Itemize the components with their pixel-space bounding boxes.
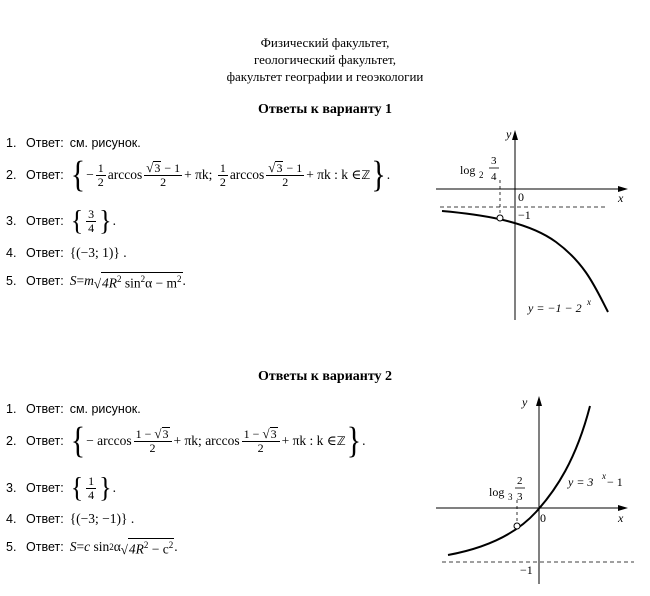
answer-number: 1. xyxy=(6,402,17,416)
v2-answer-4: 4. Ответ: {(−3; −1)} . xyxy=(6,502,134,536)
log-numerator: 2 xyxy=(517,475,523,487)
y-label: y xyxy=(521,395,528,409)
log-base: 2 xyxy=(479,170,484,180)
answer-number: 1. xyxy=(6,136,17,150)
variant1-title: Ответы к варианту 1 xyxy=(257,102,393,117)
minus-one-label: −1 xyxy=(520,563,533,577)
answer-label: Ответ: xyxy=(26,136,64,150)
y-axis-arrow xyxy=(536,396,542,406)
header-line-1: Физический факультет, xyxy=(260,35,390,50)
log-numerator: 3 xyxy=(491,155,497,167)
answer-label: Ответ: xyxy=(26,540,64,554)
v2-answer-2: 2. Ответ: { − arccos 1 − √3 2 + πk; arcc… xyxy=(6,419,366,461)
integers-symbol: ℤ xyxy=(336,434,346,448)
x-axis-arrow xyxy=(618,505,628,511)
arccos-text: arccos xyxy=(205,433,240,448)
answer-number: 4. xyxy=(6,512,17,526)
function-label: y = −1 − 2 xyxy=(527,301,582,315)
function-curve xyxy=(441,210,609,313)
header-line-2: геологический факультет, xyxy=(254,52,396,67)
function-tail: − 1 xyxy=(607,475,623,489)
log-denominator: 4 xyxy=(491,171,497,183)
y-axis-arrow xyxy=(512,130,518,140)
minus-sign: − xyxy=(86,167,94,182)
log-base: 3 xyxy=(508,492,513,502)
arccos-text: arccos xyxy=(97,433,132,448)
x-axis-arrow xyxy=(618,186,628,192)
faculty-header: Физический факультет, геологический факу… xyxy=(0,34,650,85)
brace-open: { xyxy=(70,153,86,195)
x-label: x xyxy=(617,191,624,205)
integers-symbol: ℤ xyxy=(361,168,371,182)
fraction: √3 − 1 2 xyxy=(266,160,305,189)
answer-formula: { − arccos 1 − √3 2 + πk; arccos 1 − √3 … xyxy=(70,419,366,461)
answer-label: Ответ: xyxy=(26,168,64,182)
log-label: log xyxy=(489,485,504,499)
arccos-text: arccos xyxy=(229,167,265,182)
answer-label: Ответ: xyxy=(26,434,64,448)
function-curve xyxy=(447,405,591,556)
v1-answer-4: 4. Ответ: {(−3; 1)} . xyxy=(6,236,127,270)
answer-label: Ответ: xyxy=(26,512,64,526)
x-label: x xyxy=(617,511,624,525)
graph-variant-1: y x 0 −1 log 2 3 4 y = −1 − 2 x xyxy=(436,127,628,320)
brace-close: } xyxy=(371,153,386,195)
answer-number: 3. xyxy=(6,214,17,228)
answer-number: 2. xyxy=(6,168,17,182)
answer-formula: S = m √4R2 sin2α − m2 . xyxy=(69,272,186,291)
answer-number: 3. xyxy=(6,481,17,495)
arccos-text: arccos xyxy=(107,167,143,182)
answer-text: см. рисунок. xyxy=(69,136,141,150)
origin-label: 0 xyxy=(518,190,524,204)
variant2-title: Ответы к варианту 2 xyxy=(257,369,393,384)
graph-variant-2: y x 0 −1 log 3 2 3 y = 3 x − 1 xyxy=(436,395,634,584)
answer-number: 4. xyxy=(6,246,17,260)
function-exponent: x xyxy=(586,297,591,307)
hollow-point xyxy=(496,214,504,222)
minus-one-label: −1 xyxy=(518,208,531,222)
hollow-point xyxy=(513,522,521,530)
origin-label: 0 xyxy=(540,511,546,525)
function-exponent: x xyxy=(601,471,606,481)
fraction: √3 − 1 2 xyxy=(144,160,183,189)
v1-answer-1: 1. Ответ: см. рисунок. xyxy=(6,126,141,160)
function-label: y = 3 xyxy=(567,475,593,489)
answer-number: 2. xyxy=(6,434,17,448)
log-denominator: 3 xyxy=(517,491,523,503)
answer-label: Ответ: xyxy=(26,402,64,416)
answer-number: 5. xyxy=(6,540,17,554)
answer-label: Ответ: xyxy=(26,214,64,228)
header-line-3: факультет географии и геоэкологии xyxy=(226,69,424,84)
answer-label: Ответ: xyxy=(26,481,64,495)
answer-label: Ответ: xyxy=(26,274,64,288)
formula-tail: + πk : k ∈ xyxy=(306,167,362,182)
fraction: 1 − √3 2 xyxy=(241,427,280,455)
answer-text: см. рисунок. xyxy=(69,402,141,416)
log-label: log xyxy=(460,163,475,177)
answer-formula: {(−3; 1)} . xyxy=(69,245,127,260)
answer-formula: {(−3; −1)} . xyxy=(69,511,135,526)
fraction: 1 − √3 2 xyxy=(133,427,172,455)
y-label: y xyxy=(505,127,512,141)
v1-answer-5: 5. Ответ: S = m √4R2 sin2α − m2 . xyxy=(6,264,186,298)
answer-number: 5. xyxy=(6,274,17,288)
v2-answer-1: 1. Ответ: см. рисунок. xyxy=(6,392,141,426)
answer-label: Ответ: xyxy=(26,246,64,260)
formula-tail: + πk; xyxy=(184,167,213,182)
